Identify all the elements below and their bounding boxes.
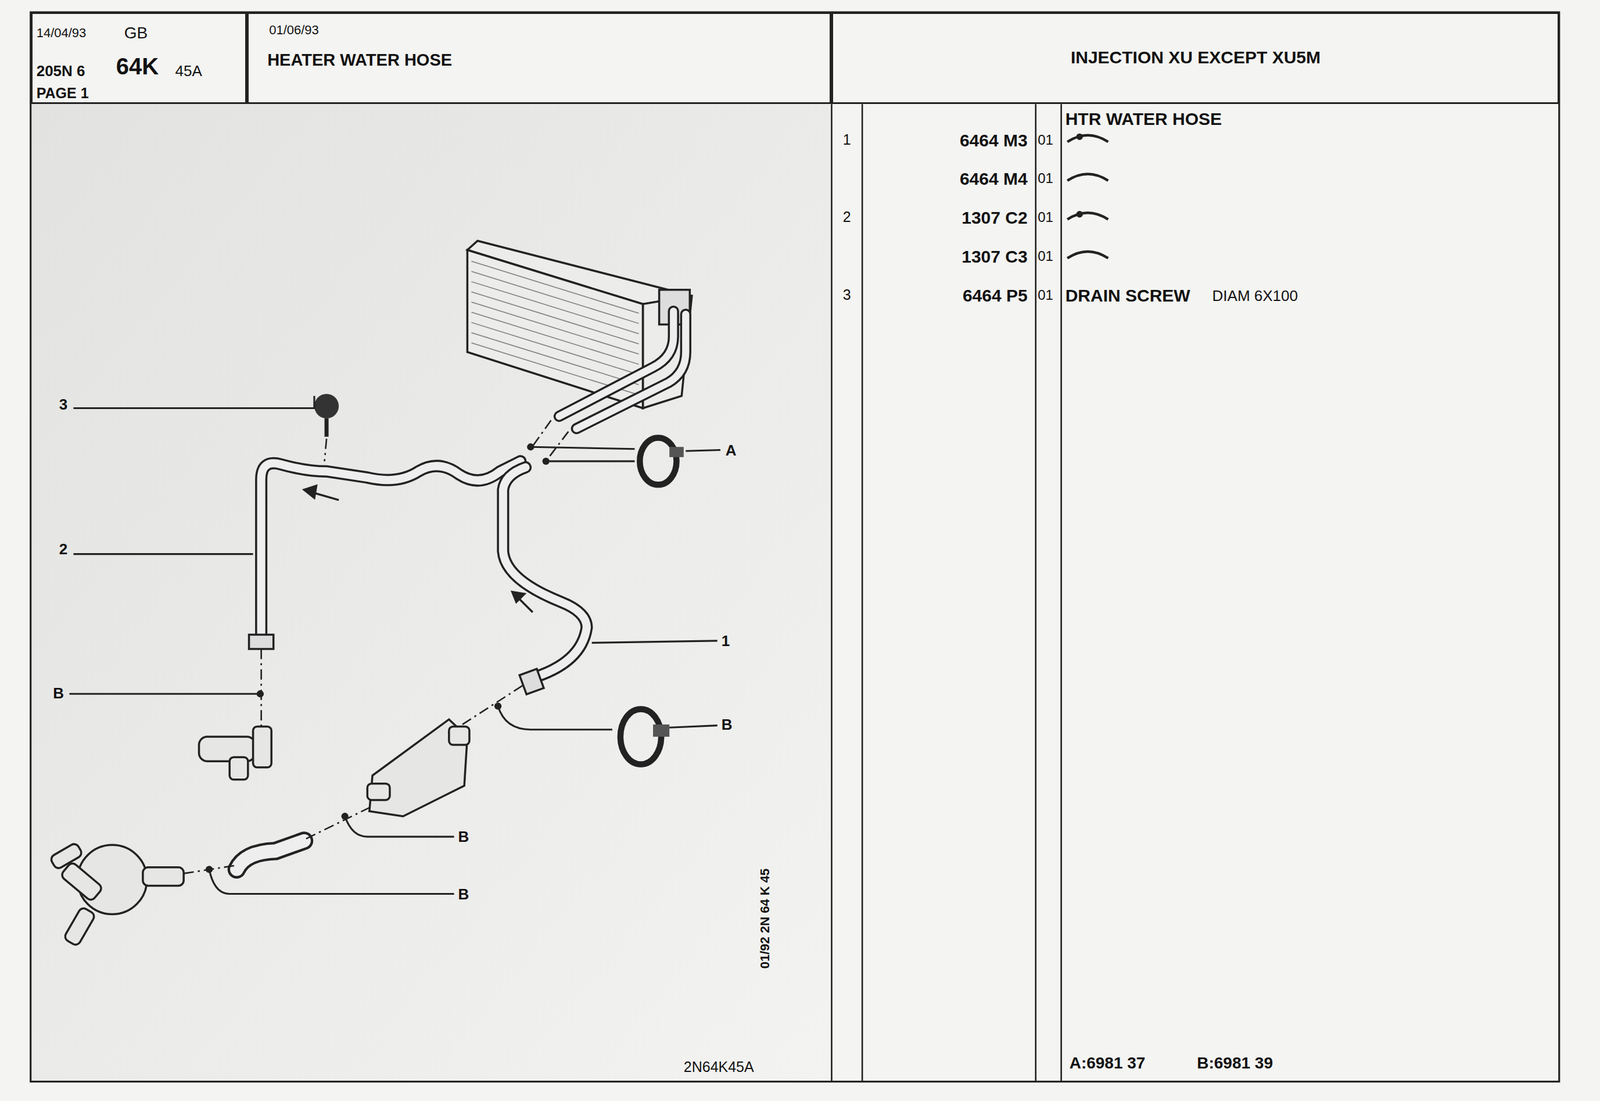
header-text: 45A (175, 62, 203, 80)
clamp-ref: B:6981 39 (1196, 1054, 1273, 1073)
section-heading: HTR WATER HOSE (1065, 108, 1222, 128)
callout-letter: B (52, 684, 64, 702)
header-text: 64K (116, 53, 159, 80)
callout-letter: B (721, 716, 733, 734)
callout-number: 1 (721, 632, 730, 650)
quantity: 01 (1037, 131, 1054, 147)
clamp-ref: A:6981 37 (1069, 1054, 1146, 1073)
header-text: INJECTION XU EXCEPT XU5M (1070, 47, 1321, 67)
callout-letter: B (458, 828, 470, 846)
drawing-ref: 2N64K45A (683, 1059, 755, 1076)
part-number: 6464 M4 (959, 169, 1028, 189)
part-number: 6464 P5 (962, 285, 1028, 305)
item-number: 1 (842, 131, 852, 149)
header-text: 14/04/93 (36, 26, 87, 41)
part-spec: DIAM 6X100 (1212, 287, 1298, 305)
part-number: 1307 C3 (961, 246, 1028, 266)
header-text: GB (124, 24, 148, 43)
header-cell: 14/04/93 GB 205N 6 64K 45A PAGE 1 (30, 12, 247, 104)
callout-number: 2 (59, 540, 68, 558)
drawing-ref: 01/92 2N 64 K 45 (758, 868, 773, 969)
part-number: 6464 M3 (959, 130, 1028, 150)
quantity: 01 (1037, 248, 1054, 264)
header-text: 01/06/93 (268, 23, 319, 38)
quantity: 01 (1037, 209, 1054, 225)
part-number: 1307 C2 (961, 207, 1028, 228)
header-text: PAGE 1 (36, 85, 89, 102)
page-title: HEATER WATER HOSE (267, 51, 452, 70)
quantity: 01 (1037, 287, 1054, 303)
item-number: 3 (842, 287, 852, 304)
header-cell: INJECTION XU EXCEPT XU5M (831, 12, 1559, 104)
quantity: 01 (1037, 170, 1054, 186)
header-text: 205N 6 (36, 62, 86, 80)
part-name: DRAIN SCREW (1065, 285, 1191, 305)
callout-number: 3 (59, 395, 68, 413)
callout-letter: B (458, 885, 470, 903)
item-number: 2 (842, 209, 852, 226)
callout-letter: A (725, 441, 737, 459)
